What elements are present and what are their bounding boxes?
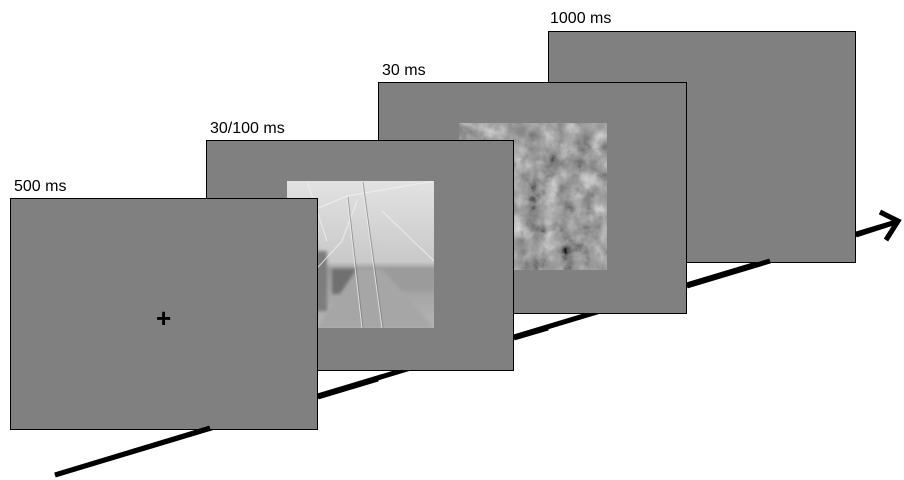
frame2-duration-label: 30/100 ms xyxy=(210,120,285,137)
fixation-frame: + xyxy=(10,198,318,430)
frame4-duration-label: 1000 ms xyxy=(550,10,612,27)
frame1-duration-label: 500 ms xyxy=(14,178,67,195)
fixation-cross: + xyxy=(156,303,172,333)
frame3-duration-label: 30 ms xyxy=(382,62,426,79)
